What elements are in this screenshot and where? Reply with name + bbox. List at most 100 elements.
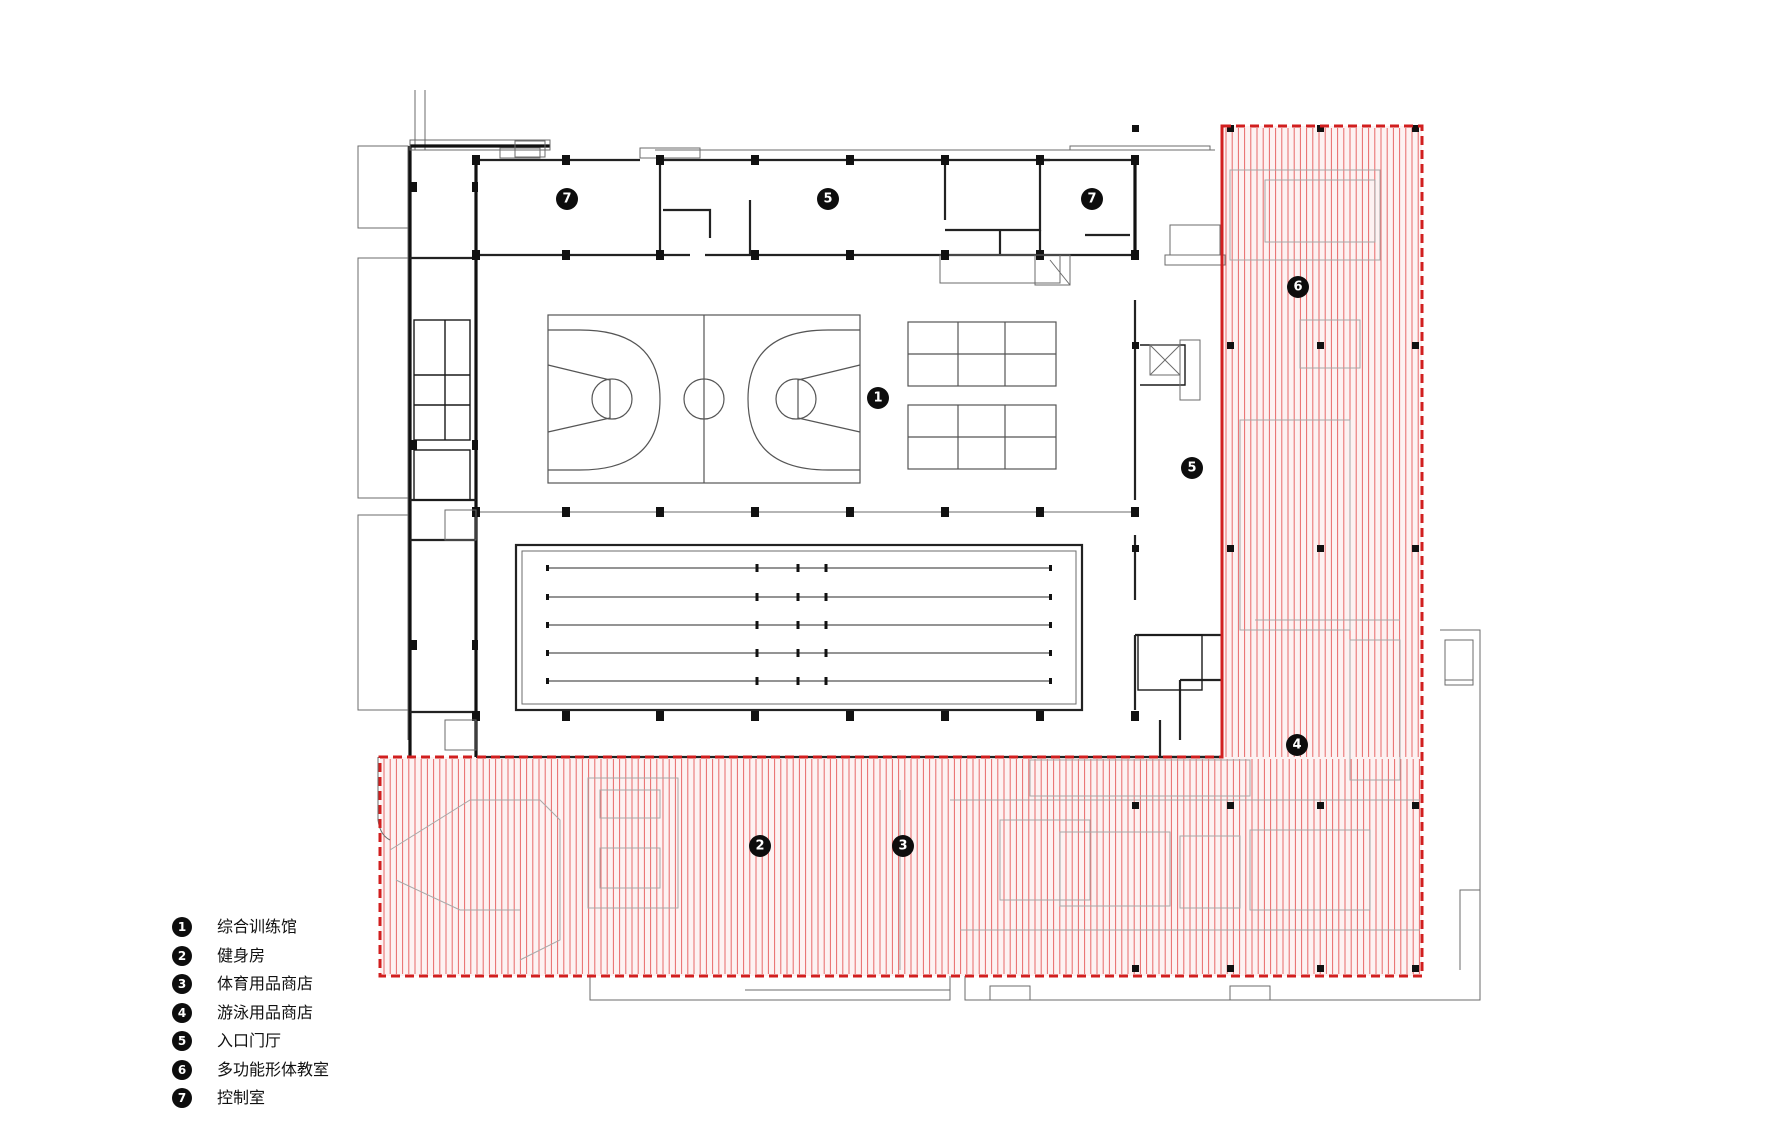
column xyxy=(1317,545,1324,552)
legend-number: 6 xyxy=(172,1059,192,1080)
column xyxy=(1227,125,1234,132)
column xyxy=(1317,342,1324,349)
pool-lane-marker xyxy=(796,621,800,629)
pool-lane-marker xyxy=(755,564,759,572)
column xyxy=(1227,545,1234,552)
pool-lane-end xyxy=(546,565,549,571)
column xyxy=(751,711,759,721)
legend-item-entrance-hall: 5 入口门厅 xyxy=(172,1031,432,1060)
badminton-courts xyxy=(907,321,1057,470)
pool-lane-end xyxy=(1049,622,1052,628)
main-walls xyxy=(408,139,1226,759)
pool-lane-marker xyxy=(755,677,759,685)
pool-lane-marker xyxy=(755,621,759,629)
outer-shell xyxy=(357,90,1481,1001)
column xyxy=(1227,342,1234,349)
legend-number: 1 xyxy=(172,917,192,937)
svg-text:3: 3 xyxy=(898,839,907,854)
svg-text:2: 2 xyxy=(755,839,764,854)
column xyxy=(1412,802,1419,809)
column xyxy=(1132,965,1139,972)
column xyxy=(846,507,854,517)
legend-label: 控制室 xyxy=(217,1088,266,1107)
legend-number: 5 xyxy=(172,1031,192,1051)
column xyxy=(411,640,417,650)
column xyxy=(472,711,480,721)
column xyxy=(1132,125,1139,132)
svg-text:7: 7 xyxy=(562,192,571,207)
column xyxy=(1412,965,1419,972)
column xyxy=(1412,125,1419,132)
svg-text:1: 1 xyxy=(873,391,882,406)
legend-number: 7 xyxy=(172,1088,192,1108)
legend-item-swim-shop: 4 游泳用品商店 xyxy=(172,1002,432,1032)
room-marker-5-b: 5 xyxy=(1181,457,1203,479)
column xyxy=(941,250,949,260)
svg-text:7: 7 xyxy=(1087,192,1096,207)
legend-item-control-room: 7 控制室 xyxy=(172,1088,432,1117)
column xyxy=(751,155,759,165)
column xyxy=(941,711,949,721)
pool-lane-end xyxy=(546,622,549,628)
room-marker-5-a: 5 xyxy=(817,188,839,210)
column xyxy=(1036,507,1044,517)
pool-lane-marker xyxy=(796,649,800,657)
column xyxy=(1412,342,1419,349)
basketball-court xyxy=(547,314,861,484)
column xyxy=(1227,802,1234,809)
column xyxy=(562,155,570,165)
legend-item-multi-function-room: 6 多功能形体教室 xyxy=(172,1059,432,1089)
column xyxy=(1036,155,1044,165)
column xyxy=(562,507,570,517)
column xyxy=(1132,545,1139,552)
pool-lane-end xyxy=(1049,565,1052,571)
column xyxy=(846,250,854,260)
pool-lane-marker xyxy=(824,564,828,572)
room-marker-2: 2 xyxy=(749,835,771,857)
column xyxy=(751,250,759,260)
column xyxy=(656,250,664,260)
legend-number: 3 xyxy=(172,974,192,994)
column xyxy=(1131,711,1139,721)
room-marker-7-b: 7 xyxy=(1081,188,1103,210)
column xyxy=(472,250,480,260)
svg-text:6: 6 xyxy=(1293,280,1302,295)
pool-lane-end xyxy=(546,594,549,600)
column xyxy=(941,507,949,517)
column xyxy=(656,507,664,517)
column xyxy=(1132,342,1139,349)
legend-label: 游泳用品商店 xyxy=(217,1002,314,1022)
pool-lane-marker xyxy=(755,649,759,657)
pool-lane-marker xyxy=(796,593,800,601)
svg-text:4: 4 xyxy=(1292,738,1301,753)
pool-lane-marker xyxy=(796,677,800,685)
room-marker-4: 4 xyxy=(1286,734,1308,756)
column xyxy=(562,250,570,260)
column xyxy=(411,440,417,450)
pool-lane-end xyxy=(1049,678,1052,684)
pool-lane-end xyxy=(546,650,549,656)
pool-lane-marker xyxy=(824,677,828,685)
column xyxy=(1412,545,1419,552)
column xyxy=(1317,125,1324,132)
legend-label: 健身房 xyxy=(217,945,266,965)
column xyxy=(846,155,854,165)
room-marker-6: 6 xyxy=(1287,276,1309,298)
column xyxy=(1317,802,1324,809)
svg-text:5: 5 xyxy=(823,192,832,207)
column xyxy=(751,507,759,517)
column xyxy=(656,711,664,721)
legend-number: 4 xyxy=(172,1002,192,1023)
column xyxy=(1131,507,1139,517)
column xyxy=(1317,965,1324,972)
column xyxy=(1036,711,1044,721)
column xyxy=(562,711,570,721)
room-marker-3: 3 xyxy=(892,835,914,857)
legend-label: 综合训练馆 xyxy=(217,917,298,936)
column xyxy=(1131,250,1139,260)
column xyxy=(411,182,417,192)
swimming-pool xyxy=(514,543,1084,712)
pool-lane-marker xyxy=(755,593,759,601)
column xyxy=(1131,155,1139,165)
legend-item-training-hall: 1 综合训练馆 xyxy=(172,917,432,946)
